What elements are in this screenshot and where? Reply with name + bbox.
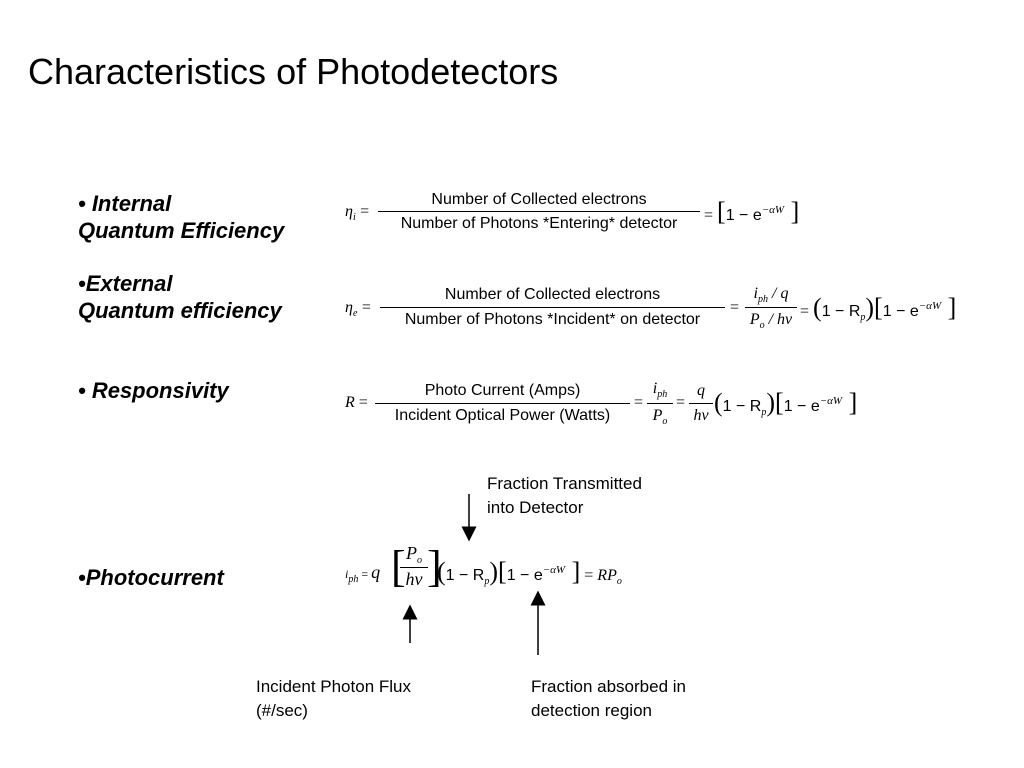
eq-internal-rhs-exponent: −αW bbox=[761, 204, 785, 216]
bullet-photocurrent: •Photocurrent bbox=[78, 565, 224, 590]
eq-responsivity-lhs: R = bbox=[345, 394, 368, 411]
bullet-internal-qe: • Internal Quantum Efficiency bbox=[78, 190, 284, 244]
annotation-fraction-absorbed: Fraction absorbed in detection region bbox=[531, 677, 686, 720]
equals-sign: = bbox=[730, 299, 740, 316]
eta-symbol: η bbox=[345, 203, 353, 220]
eq-internal-rhs-text: 1 − e bbox=[725, 207, 762, 224]
eq-photocurrent-frac-den: hν bbox=[405, 569, 423, 589]
eq-external-rhs: = (1 − Rp)[1 − e−αW ] bbox=[800, 293, 957, 324]
eta-subscript: e bbox=[352, 308, 358, 319]
eq-external-denominator: Number of Photons *Incident* on detector bbox=[404, 311, 701, 328]
eq-photocurrent-rhs: (1 − Rp)[1 − e−αW ] = RPo bbox=[437, 557, 622, 588]
eq-responsivity-numerator: Photo Current (Amps) bbox=[424, 382, 581, 399]
slide-title: Characteristics of Photodetectors bbox=[28, 51, 559, 92]
eq-photocurrent-frac-num: Po bbox=[406, 543, 422, 566]
eq-internal-lhs: ηi = bbox=[345, 203, 370, 223]
eta-symbol: η bbox=[345, 299, 353, 316]
eq-responsivity-frac3-num: q bbox=[697, 382, 705, 399]
eq-internal-fraction-bar bbox=[378, 211, 700, 212]
eq-responsivity-denominator: Incident Optical Power (Watts) bbox=[394, 407, 611, 424]
eq-internal-denominator: Number of Photons *Entering* detector bbox=[400, 215, 678, 232]
right-bracket: ] bbox=[427, 542, 442, 591]
eq-external-frac2-den: Po / hν bbox=[749, 311, 793, 331]
eq-external-frac2-num: iph / q bbox=[753, 285, 789, 305]
equals-sign: = bbox=[676, 394, 686, 411]
eq-external-lhs: ηe = bbox=[345, 299, 371, 319]
eq-external-fraction-bar bbox=[380, 307, 725, 308]
eq-internal-rhs: = [1 − e−αW ] bbox=[704, 197, 800, 226]
eq-photocurrent-frac-bar bbox=[400, 567, 428, 568]
bullet-external-line1: •External bbox=[78, 271, 173, 296]
eq-responsivity-frac3-den: hν bbox=[693, 407, 709, 424]
bullet-external-line2: Quantum efficiency bbox=[78, 298, 282, 323]
eq-responsivity-frac3-bar bbox=[689, 403, 713, 404]
eq-responsivity-rhs: (1 − Rp)[1 − e−αW ] bbox=[714, 388, 858, 419]
eq-responsivity-frac2-num: iph bbox=[652, 380, 668, 400]
bullet-internal-line1: • Internal bbox=[78, 191, 172, 216]
eq-external-numerator: Number of Collected electrons bbox=[444, 286, 661, 303]
eq-responsivity-frac2-den: Po bbox=[652, 407, 668, 427]
left-bracket: [ bbox=[391, 542, 406, 591]
bullet-internal-line2: Quantum Efficiency bbox=[78, 218, 285, 243]
eq-internal-numerator: Number of Collected electrons bbox=[431, 191, 647, 208]
annotation-fraction-transmitted: Fraction Transmitted into Detector bbox=[487, 474, 642, 517]
bullet-external-qe: •External Quantum efficiency bbox=[78, 270, 282, 324]
annotation-incident-photon-flux: Incident Photon Flux (#/sec) bbox=[256, 677, 411, 720]
equals-sign: = bbox=[634, 394, 644, 411]
eta-subscript: i bbox=[352, 212, 356, 223]
eq-responsivity-frac2-bar bbox=[647, 403, 673, 404]
eq-photocurrent-lhs: iph = q bbox=[345, 562, 381, 585]
bullet-responsivity: • Responsivity bbox=[78, 378, 229, 403]
eq-responsivity-fraction-bar bbox=[375, 403, 630, 404]
eq-external-frac2-bar bbox=[745, 307, 797, 308]
